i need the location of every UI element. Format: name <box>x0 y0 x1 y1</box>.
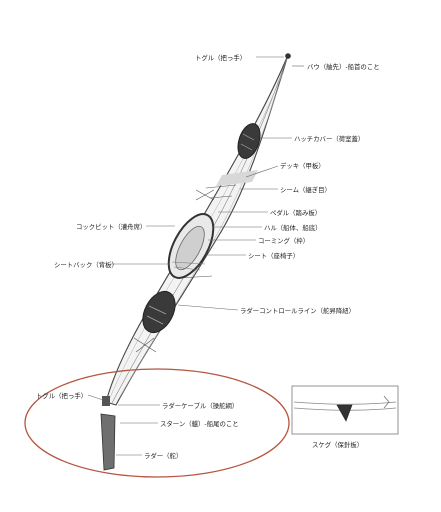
label-cockpit: コックピット（漕舟席） <box>76 222 146 231</box>
label-hull: ハル（船体、船底） <box>264 223 322 232</box>
label-stern-toggle: トグル（把っ手） <box>36 391 87 400</box>
label-rudder-control-line: ラダーコントロールライン（舵昇降紐） <box>240 306 355 315</box>
label-coaming: コーミング（枠） <box>258 236 309 245</box>
rear-hatch-cover <box>142 290 176 334</box>
label-deck: デッキ（甲板） <box>280 161 325 170</box>
label-hatch-cover: ハッチカバー（荷室蓋） <box>294 134 364 143</box>
label-bow-toggle: トグル（把っ手） <box>195 53 246 62</box>
skeg-inset <box>291 385 399 435</box>
cockpit <box>167 213 215 279</box>
rudder <box>100 413 116 471</box>
label-pedal: ペダル（踏み板） <box>270 208 321 217</box>
stern-highlight-ellipse <box>24 368 290 478</box>
label-bow: バウ（舳先）-船首のこと <box>307 62 380 71</box>
label-rudder: ラダー（舵） <box>144 451 182 460</box>
label-seatback: シートバック（背板） <box>54 260 118 269</box>
stern-toggle <box>102 396 110 406</box>
label-skeg: スケグ（保針板） <box>312 440 363 449</box>
bow-toggle <box>285 53 291 59</box>
label-stern: スターン（艫）-船尾のこと <box>160 419 239 428</box>
leader-lines <box>87 56 304 456</box>
label-seam: シーム（継ぎ目） <box>280 185 331 194</box>
label-seat: シート（座椅子） <box>248 251 299 260</box>
front-hatch-cover <box>237 123 261 159</box>
label-rudder-cable: ラダーケーブル（操舵綱） <box>162 401 238 410</box>
